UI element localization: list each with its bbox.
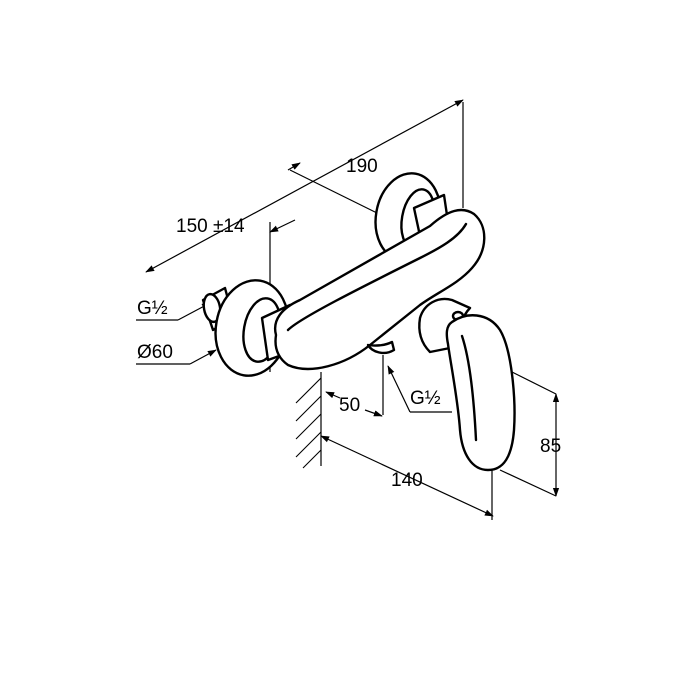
- dim-projection: 140: [391, 470, 423, 491]
- dim-thread-inlet: G½: [137, 298, 168, 319]
- dim-height: 85: [540, 436, 561, 457]
- lever-handle: [418, 297, 516, 472]
- dimension-lines: [136, 99, 560, 517]
- dim-overall-width: 190: [346, 156, 378, 177]
- wall-hatching: [295, 372, 322, 469]
- dimension-labels: 190 150 ±14 G½ Ø60 50 G½ 140 85: [137, 156, 561, 491]
- dim-center-distance: 150 ±14: [176, 216, 245, 237]
- dim-thread-outlet: G½: [410, 388, 441, 409]
- mixer-body: [260, 193, 486, 371]
- dim-rosette-diameter: Ø60: [137, 342, 173, 363]
- dim-wall-offset: 50: [339, 395, 360, 416]
